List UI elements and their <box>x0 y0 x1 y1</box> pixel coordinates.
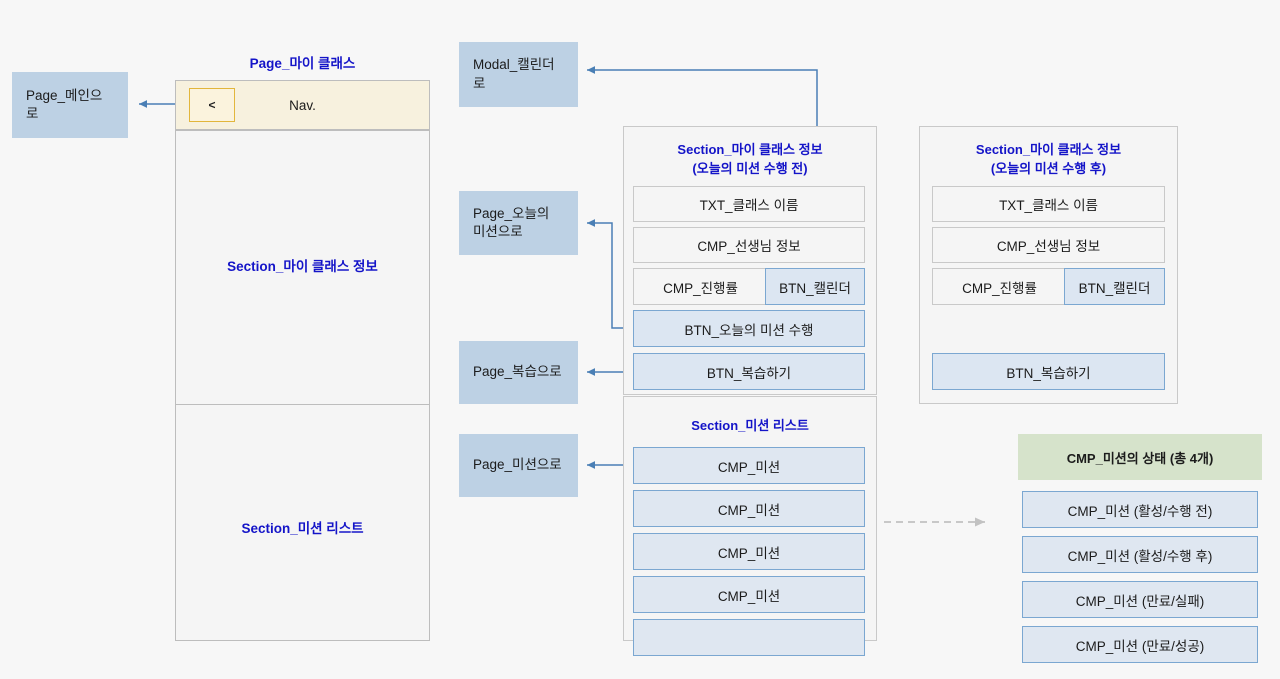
section-before-title: Section_마이 클래스 정보 (오늘의 미션 수행 전) <box>677 142 823 176</box>
page-chip-calendar-modal-label: Modal_캘린더로 <box>473 57 555 91</box>
page-title-my-class: Page_마이 클래스 <box>249 56 356 71</box>
nav-back-button[interactable]: < <box>189 88 235 122</box>
page-chip-mission-label: Page_미션으로 <box>473 457 562 473</box>
nav-title: Nav. <box>289 97 316 113</box>
mission-state-expired-fail: CMP_미션 (만료/실패) <box>1022 581 1258 618</box>
mission-states-header-label: CMP_미션의 상태 (총 4개) <box>1066 450 1214 466</box>
mission-state-active-before-label: CMP_미션 (활성/수행 전) <box>1067 503 1213 519</box>
mission-state-expired-success: CMP_미션 (만료/성공) <box>1022 626 1258 663</box>
btn-review-after-label: BTN_복습하기 <box>1006 365 1091 381</box>
page-chip-today-mission[interactable]: Page_오늘의 미션으로 <box>459 191 578 255</box>
row-teacher-info-before: CMP_선생님 정보 <box>633 227 865 263</box>
row-progress-before-label: CMP_진행률 <box>663 280 738 296</box>
mission-state-active-before: CMP_미션 (활성/수행 전) <box>1022 491 1258 528</box>
list-item-mission-3[interactable]: CMP_미션 <box>633 533 865 570</box>
page-chip-mission[interactable]: Page_미션으로 <box>459 434 578 497</box>
btn-calendar-before-label: BTN_캘린더 <box>779 280 851 296</box>
btn-calendar-before[interactable]: BTN_캘린더 <box>765 268 865 305</box>
list-item-mission-1-label: CMP_미션 <box>717 459 781 475</box>
page-chip-main[interactable]: Page_메인으로 <box>12 72 128 138</box>
row-teacher-info-before-label: CMP_선생님 정보 <box>697 239 801 254</box>
row-class-name-after: TXT_클래스 이름 <box>932 186 1165 222</box>
list-item-mission-4-label: CMP_미션 <box>717 588 781 604</box>
nav-back-label: < <box>208 98 216 112</box>
row-progress-after-label: CMP_진행률 <box>962 280 1037 296</box>
btn-review-before-label: BTN_복습하기 <box>706 365 792 381</box>
left-section-my-class-info-label: Section_마이 클래스 정보 <box>227 259 378 274</box>
row-class-name-before: TXT_클래스 이름 <box>633 186 865 222</box>
left-section-my-class-info: Section_마이 클래스 정보 <box>175 130 430 405</box>
list-item-mission-4[interactable]: CMP_미션 <box>633 576 865 613</box>
row-class-name-before-label: TXT_클래스 이름 <box>699 198 799 213</box>
nav-bar: < Nav. <box>175 80 430 130</box>
row-teacher-info-after-label: CMP_선생님 정보 <box>996 239 1101 254</box>
list-item-mission-5[interactable] <box>633 619 865 656</box>
list-item-mission-2[interactable]: CMP_미션 <box>633 490 865 527</box>
btn-today-mission[interactable]: BTN_오늘의 미션 수행 <box>633 310 865 347</box>
left-section-mission-list: Section_미션 리스트 <box>175 404 430 641</box>
btn-calendar-after-label: BTN_캘린더 <box>1078 280 1151 296</box>
list-item-mission-2-label: CMP_미션 <box>717 502 781 518</box>
list-item-mission-3-label: CMP_미션 <box>717 545 781 561</box>
mission-state-active-after-label: CMP_미션 (활성/수행 후) <box>1067 548 1213 564</box>
page-chip-today-mission-label: Page_오늘의 미션으로 <box>473 205 550 239</box>
btn-review-before[interactable]: BTN_복습하기 <box>633 353 865 390</box>
btn-review-after[interactable]: BTN_복습하기 <box>932 353 1165 390</box>
page-chip-review-label: Page_복습으로 <box>473 364 562 380</box>
page-chip-calendar-modal[interactable]: Modal_캘린더로 <box>459 42 578 107</box>
page-chip-review[interactable]: Page_복습으로 <box>459 341 578 404</box>
btn-calendar-after[interactable]: BTN_캘린더 <box>1064 268 1165 305</box>
page-chip-main-label: Page_메인으로 <box>26 87 103 121</box>
mission-state-expired-fail-label: CMP_미션 (만료/실패) <box>1075 593 1205 609</box>
btn-today-mission-label: BTN_오늘의 미션 수행 <box>684 322 814 338</box>
left-section-mission-list-label: Section_미션 리스트 <box>241 521 364 536</box>
mission-state-active-after: CMP_미션 (활성/수행 후) <box>1022 536 1258 573</box>
list-item-mission-1[interactable]: CMP_미션 <box>633 447 865 484</box>
row-class-name-after-label: TXT_클래스 이름 <box>999 198 1098 213</box>
section-after-title: Section_마이 클래스 정보 (오늘의 미션 수행 후) <box>975 142 1122 176</box>
mission-states-header: CMP_미션의 상태 (총 4개) <box>1018 434 1262 480</box>
mission-state-expired-success-label: CMP_미션 (만료/성공) <box>1075 638 1205 654</box>
row-teacher-info-after: CMP_선생님 정보 <box>932 227 1165 263</box>
section-mission-list-title: Section_미션 리스트 <box>691 418 809 433</box>
